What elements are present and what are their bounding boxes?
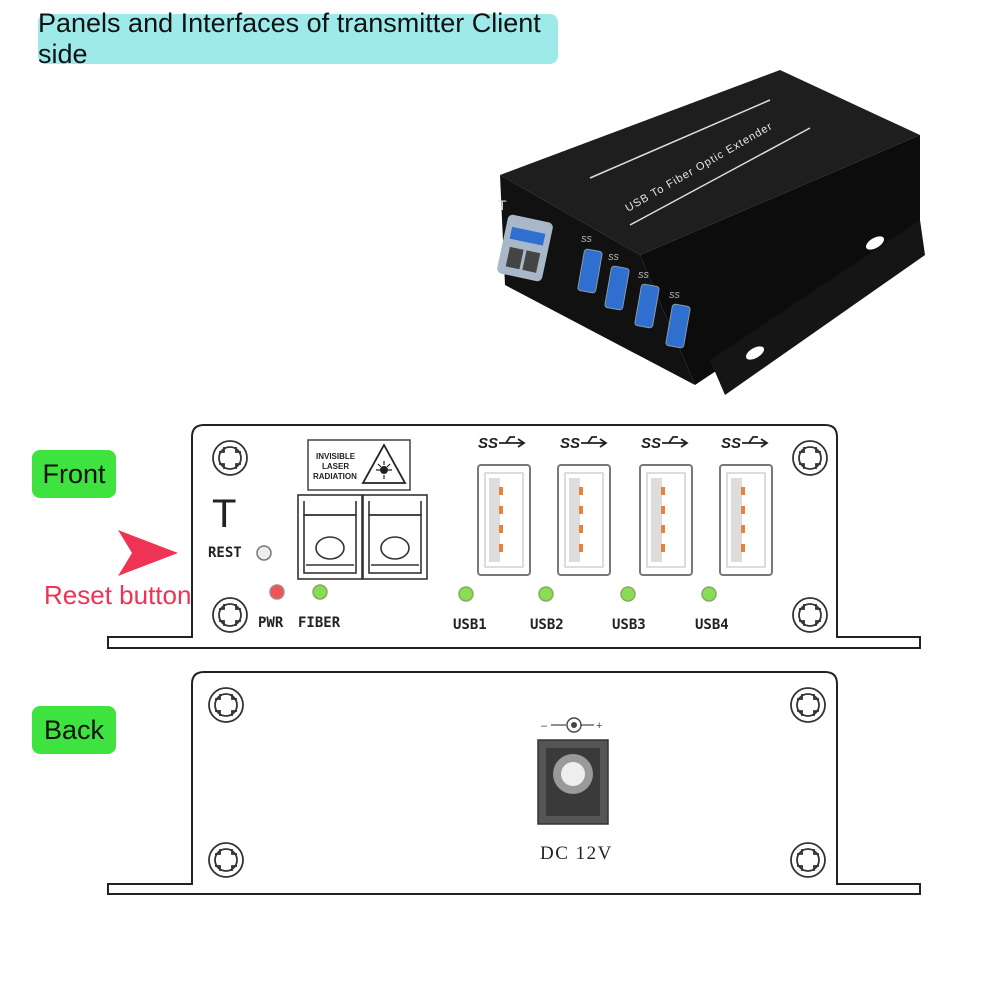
device-flange xyxy=(710,220,925,395)
flange-slot xyxy=(745,346,765,360)
pwr-label: PWR xyxy=(258,615,284,631)
back-panel-outline xyxy=(107,671,921,895)
usb1-led xyxy=(458,586,474,602)
device-usb-logo: SS xyxy=(669,291,680,300)
front-tag: Front xyxy=(32,450,116,498)
back-tag: Back xyxy=(32,706,116,754)
screw-icon xyxy=(212,440,248,476)
reset-button[interactable] xyxy=(256,545,272,561)
device-top-line xyxy=(589,99,771,179)
device-top-line xyxy=(629,127,811,226)
laser-warning-line-2: LASER xyxy=(322,462,349,471)
laser-warning-line-1: INVISIBLE xyxy=(316,452,356,461)
device-side xyxy=(640,135,920,385)
t-mark: T xyxy=(212,492,236,536)
rest-label: REST xyxy=(208,545,242,561)
screw-icon xyxy=(208,687,244,723)
polarity-icon: – + xyxy=(541,717,602,733)
device-usb-port xyxy=(634,283,660,329)
front-panel: T REST INVISIBLE LASER RADIATION PWR FIB… xyxy=(107,424,921,649)
usb4-led xyxy=(701,586,717,602)
pwr-led xyxy=(269,584,285,600)
svg-text:–: – xyxy=(541,720,548,732)
usb-ss-logo-icon: SS xyxy=(560,435,580,452)
fiber-led xyxy=(312,584,328,600)
page-title: Panels and Interfaces of transmitter Cli… xyxy=(38,8,558,69)
fiber-label: FIBER xyxy=(298,615,341,631)
usb-port-2[interactable]: SS USB2 xyxy=(530,435,611,633)
usb3-label: USB3 xyxy=(612,617,646,633)
device-usb-port xyxy=(577,248,603,294)
screw-icon xyxy=(790,842,826,878)
usb-ss-logo-icon: SS xyxy=(478,435,498,452)
device-usb-logo: SS xyxy=(608,253,619,262)
device-t-mark: T xyxy=(498,197,507,213)
usb2-label: USB2 xyxy=(530,617,564,633)
reset-annotation: Reset button xyxy=(44,580,192,610)
device-usb-logo: SS xyxy=(581,235,592,244)
usb-port-1[interactable]: SS USB1 xyxy=(453,435,531,633)
screw-icon xyxy=(792,597,828,633)
usb2-led xyxy=(538,586,554,602)
screw-icon xyxy=(792,440,828,476)
laser-hazard-icon xyxy=(361,443,407,484)
reset-arrow-icon xyxy=(118,530,178,576)
flange-slot xyxy=(865,236,885,250)
fiber-port[interactable] xyxy=(297,494,428,580)
usb3-led xyxy=(620,586,636,602)
device-usb-logo: SS xyxy=(638,271,649,280)
usb4-label: USB4 xyxy=(695,617,729,633)
screw-icon xyxy=(790,687,826,723)
dc-label: DC 12V xyxy=(540,843,613,864)
device-top-surface xyxy=(500,70,920,255)
device-usb-port xyxy=(604,265,630,311)
usb1-label: USB1 xyxy=(453,617,487,633)
svg-text:+: + xyxy=(596,720,602,732)
back-panel: – + DC 12V xyxy=(107,671,921,895)
usb-port-3[interactable]: SS USB3 xyxy=(612,435,693,633)
screw-icon xyxy=(208,842,244,878)
usb-port-4[interactable]: SS USB4 xyxy=(695,435,773,633)
device-photo: USB To Fiber Optic Extender T SS SS SS S… xyxy=(497,70,925,395)
dc-power-jack[interactable] xyxy=(537,739,609,825)
usb-ss-logo-icon: SS xyxy=(721,435,741,452)
usb-ss-logo-icon: SS xyxy=(641,435,661,452)
laser-warning-line-3: RADIATION xyxy=(313,472,357,481)
device-usb-port xyxy=(665,303,691,349)
screw-icon xyxy=(212,597,248,633)
